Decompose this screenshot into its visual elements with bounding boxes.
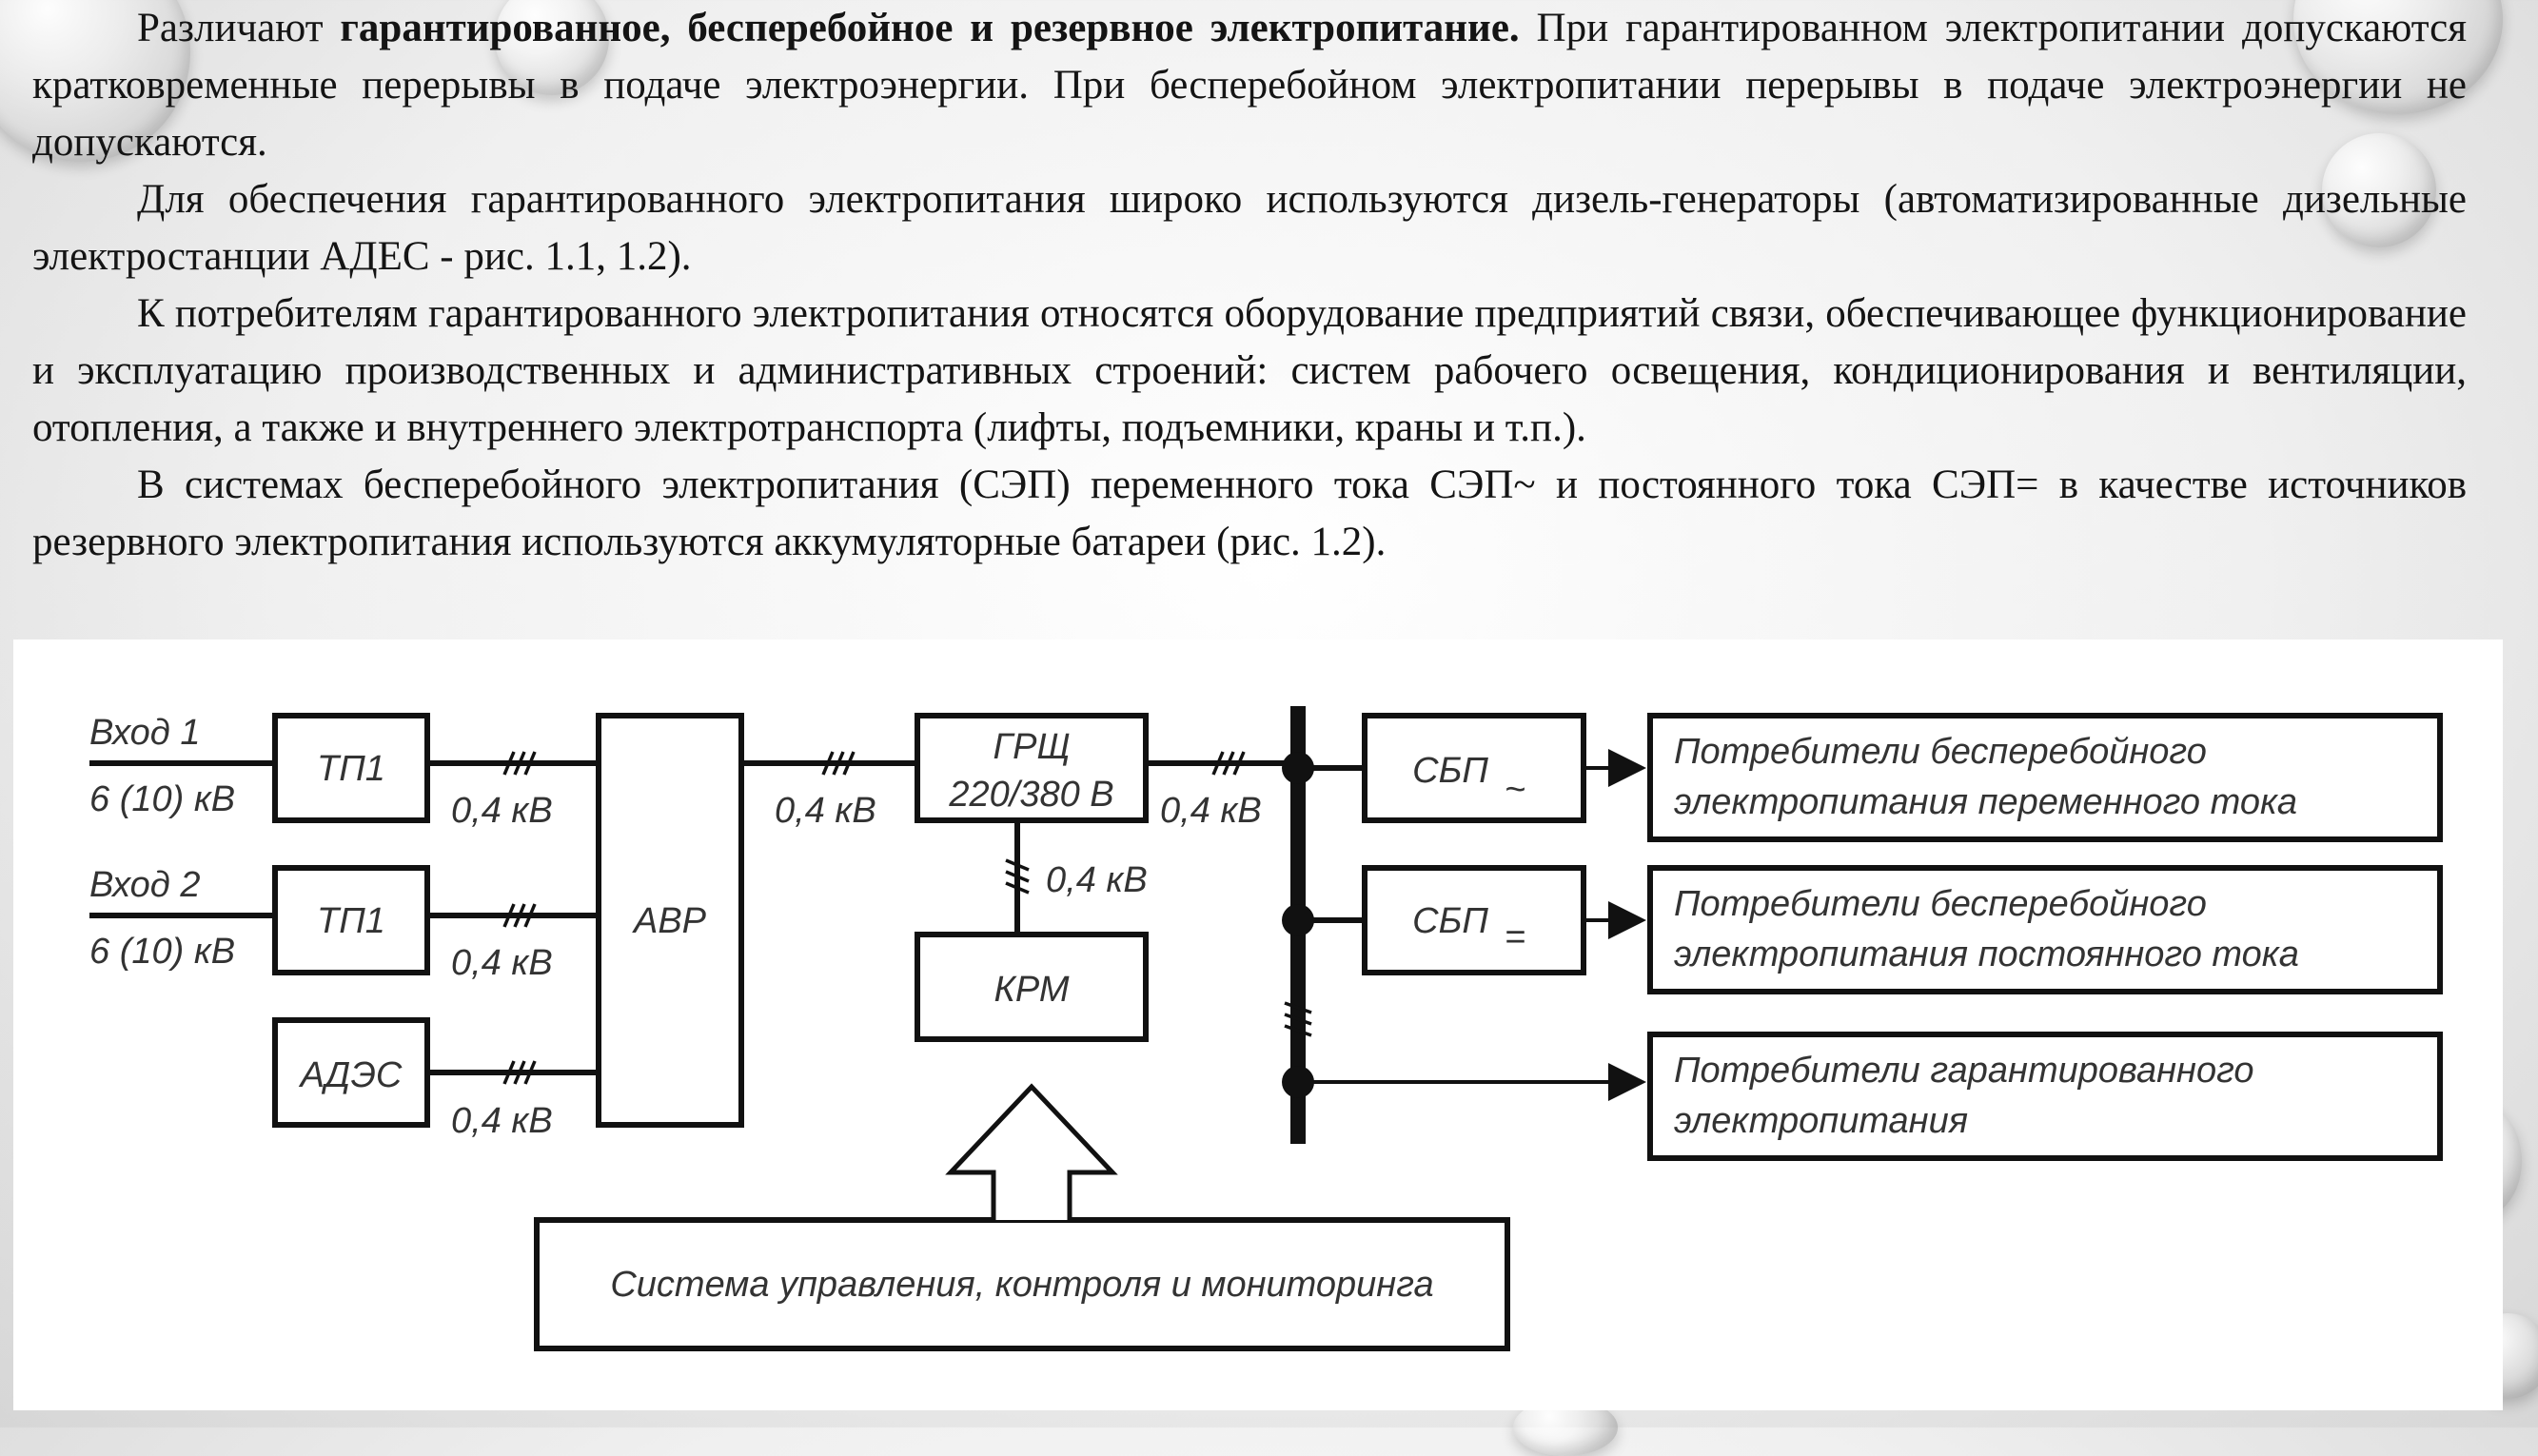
input1-voltage: 6 (10) кВ xyxy=(89,779,235,819)
diagram-panel: Вход 1 6 (10) кВ Вход 2 6 (10) кВ ТП1 ТП… xyxy=(13,639,2503,1410)
consumers-dc-box xyxy=(1647,865,2443,994)
grsch-label-2: 220/380 В xyxy=(948,775,1113,815)
ades-label: АДЭС xyxy=(299,1055,403,1095)
paragraph-3: К потребителям гарантированного электроп… xyxy=(32,291,2467,450)
voltage-label-avr: 0,4 кВ xyxy=(775,791,876,831)
paragraph-1: Различают гарантированное, бесперебойное… xyxy=(32,0,2467,171)
voltage-label-ades: 0,4 кВ xyxy=(451,1101,553,1141)
paragraph-2: Для обеспечения гарантированного электро… xyxy=(32,177,2467,279)
input1-label: Вход 1 xyxy=(89,713,201,753)
bus-node xyxy=(1282,752,1314,784)
input2-label: Вход 2 xyxy=(89,865,201,905)
consumers-guaranteed-line-2: электропитания xyxy=(1674,1101,1968,1141)
sbp-ac-symbol: ~ xyxy=(1505,770,1525,810)
water-drop-decoration xyxy=(495,0,609,95)
voltage-label-grsch: 0,4 кВ xyxy=(1160,791,1262,831)
tp1-box-a xyxy=(272,713,430,823)
consumers-guaranteed-line-1: Потребители гарантированного xyxy=(1674,1051,2254,1091)
consumers-dc-line-2: электропитания постоянного тока xyxy=(1674,935,2299,974)
consumers-ac-line-1: Потребители бесперебойного xyxy=(1674,732,2207,772)
sbp-dc-label: СБП xyxy=(1412,901,1488,941)
tp1-box-b xyxy=(272,865,430,975)
three-phase-mark xyxy=(821,751,856,776)
power-supply-block-diagram: Вход 1 6 (10) кВ Вход 2 6 (10) кВ ТП1 ТП… xyxy=(89,706,2443,1351)
paragraph-4: В системах бесперебойного электропитания… xyxy=(32,462,2467,564)
voltage-label-tp1a: 0,4 кВ xyxy=(451,791,553,831)
paragraph-1-rest: При гарантированном электропитании допус… xyxy=(32,6,2467,165)
consumers-ac-box xyxy=(1647,713,2443,842)
paragraph-1-bold: гарантированное, бесперебойное и резервн… xyxy=(340,6,1520,50)
three-phase-mark xyxy=(502,751,537,776)
control-system-label: Система управления, контроля и мониторин… xyxy=(610,1265,1433,1305)
sbp-dc-symbol: = xyxy=(1505,917,1525,957)
control-arrow xyxy=(945,1083,1118,1220)
avr-label: АВР xyxy=(632,901,707,941)
water-drop-decoration xyxy=(2322,133,2436,247)
three-phase-mark xyxy=(1005,858,1030,895)
krm-label: КРМ xyxy=(994,970,1070,1010)
avr-box xyxy=(596,713,744,1128)
bus-node xyxy=(1282,904,1314,936)
three-phase-mark xyxy=(1284,1001,1312,1037)
consumers-guaranteed-box xyxy=(1647,1032,2443,1161)
input2-voltage: 6 (10) кВ xyxy=(89,932,235,972)
consumers-dc-line-1: Потребители бесперебойного xyxy=(1674,884,2207,924)
sbp-ac-label: СБП xyxy=(1412,751,1488,791)
paragraph-1-lead: Различают xyxy=(137,6,341,50)
three-phase-mark xyxy=(502,903,537,928)
grsch-label-1: ГРЩ xyxy=(993,727,1070,767)
tp1-a-label: ТП1 xyxy=(317,749,385,789)
three-phase-mark xyxy=(502,1060,537,1085)
body-text: Различают гарантированное, бесперебойное… xyxy=(32,0,2467,571)
grsch-box xyxy=(915,713,1149,823)
voltage-label-tp1b: 0,4 кВ xyxy=(451,943,553,983)
bus-node xyxy=(1282,1066,1314,1098)
consumers-ac-line-2: электропитания переменного тока xyxy=(1674,782,2297,822)
tp1-b-label: ТП1 xyxy=(317,901,385,941)
three-phase-mark xyxy=(1211,751,1246,776)
krm-box xyxy=(915,932,1149,1042)
voltage-label-krm: 0,4 кВ xyxy=(1046,860,1148,900)
